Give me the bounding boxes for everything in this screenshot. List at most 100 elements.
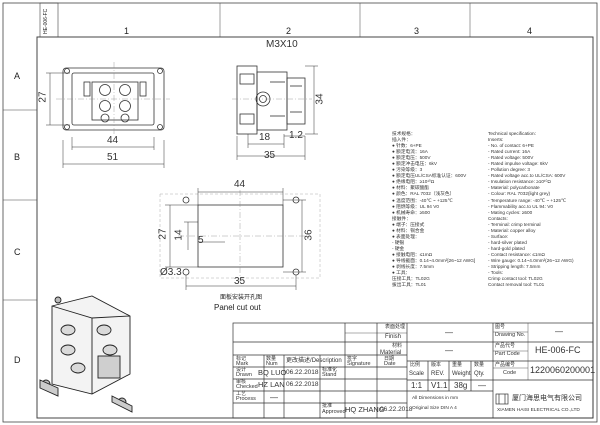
approved-label: Approved (322, 409, 346, 415)
dim-side-18: 18 (259, 132, 271, 143)
weight-value: 38g (454, 381, 468, 390)
paper-size-note: Original Size DIN A 4 (412, 406, 457, 411)
company-name: XIAMEN HAISI ELECTRICAL CO.,LTD (497, 408, 580, 413)
dim-cutout-44: 44 (234, 179, 246, 190)
code-value: 1220060200001 (530, 365, 596, 375)
spec-cn-line: ● 工具： (392, 270, 411, 276)
qty-value: — (478, 381, 486, 390)
spec-cn-line: 插入件： (392, 137, 411, 143)
signature-label: Signature (347, 361, 371, 367)
dim-front-outer-width: 51 (107, 152, 119, 163)
spec-cn-line: ● 额定电压：500V (392, 155, 431, 161)
corner-tag: HE-006-FC (43, 8, 49, 34)
standard-label-cn: 标准化 (322, 367, 338, 373)
spec-cn-line: ● 颜色：RAL 7032（浅灰色） (392, 191, 455, 197)
zone-label-3: 3 (414, 26, 420, 36)
material-label-cn: 材料 (392, 343, 403, 349)
spec-cn-line: 压接工具：TL02G (392, 276, 430, 282)
num-label: Num (266, 361, 278, 367)
dim-cutout-35: 35 (234, 276, 246, 287)
material-label: Material (380, 350, 402, 356)
date-label-cn: 日期 (384, 356, 395, 362)
spec-cn-line: ● 温度范围：-40℃ ~ +125℃ (392, 197, 453, 203)
dim-side-1-2: 1.2 (289, 130, 303, 141)
spec-en-line: - Mating cycles: ≥500 (488, 209, 533, 215)
thread-label: M3X10 (266, 39, 298, 50)
checked-by: HZ LAN (258, 380, 285, 389)
approved-by: HQ ZHANG (345, 405, 385, 414)
spec-en-line: - Rated voltage acc.to UL/CSA: 600V (488, 173, 566, 179)
spec-cn-line: ● 端子：压接式 (392, 221, 425, 227)
finish-label: Finish (385, 334, 402, 340)
description-header: 更改描述/Description (286, 358, 342, 364)
drawing-no-label: Drawing No. (495, 332, 526, 338)
spec-cn-line: ● 表面处理： (392, 233, 420, 239)
mark-label-cn: 标记 (236, 356, 247, 362)
spec-en-line: - Rated impulse voltage: 6kV (488, 161, 548, 167)
dim-side-35: 35 (264, 150, 276, 161)
approved-date: 06.22.2018 (380, 406, 413, 413)
part-code-label: Part Code (495, 351, 520, 357)
scale-value: 1:1 (411, 381, 423, 390)
process-label-cn: 工艺 (236, 391, 247, 397)
finish-value: — (445, 328, 453, 337)
spec-en-line: - Pollution degree: 3 (488, 167, 530, 173)
mark-label: Mark (236, 361, 249, 367)
spec-cn-line: ● 额定冲击电压：6kV (392, 161, 438, 167)
spec-en-line: - Rated current: 16A (488, 149, 531, 155)
spec-en-line: - Stripping length: 7.5mm (488, 264, 541, 270)
zone-label-c: C (14, 247, 21, 257)
spec-cn-line: ● 材料：聚碳酸酯 (392, 185, 429, 191)
rev-label-cn: 版本 (431, 362, 442, 368)
spec-en-line: - Temperature range: -40℃ ~ +125℃ (488, 197, 567, 203)
spec-cn-line: 接触件： (392, 215, 411, 221)
spec-cn-line: ● 绝缘电阻：≥10¹⁰Ω (392, 179, 435, 185)
specs-english: Technical specification: Inserts: - No. … (488, 131, 574, 288)
dim-cutout-36: 36 (303, 229, 315, 241)
dim-front-height: 27 (37, 91, 49, 103)
checked-date: 06.22.2018 (286, 381, 319, 388)
approved-label-cn: 批准 (322, 403, 333, 409)
process-by: — (270, 393, 278, 402)
spec-en-line: - Tools: (488, 270, 504, 276)
spec-en-line: - hard-gold plated (488, 245, 525, 251)
rev-value: V1.1 (431, 381, 448, 390)
zone-label-1: 1 (124, 26, 130, 36)
cutout-caption-en: Panel cut out (214, 303, 261, 312)
title-block-grid (232, 322, 594, 419)
part-code-label-cn: 产品代号 (495, 343, 516, 349)
drawn-label-cn: 设计 (236, 367, 247, 373)
spec-en-line: - Material: copper alloy (488, 227, 536, 233)
drawn-date: 06.22.2018 (286, 369, 319, 376)
zone-label-a: A (14, 71, 21, 81)
dim-cutout-27: 27 (157, 228, 169, 240)
cutout-caption-cn: 面板安装开孔图 (220, 295, 263, 301)
spec-en-line: - Flammability acc.to UL 94: V0 (488, 203, 553, 209)
spec-en-line: - hard-silver plated (488, 239, 527, 245)
signature-label-cn: 签字 (347, 356, 358, 362)
side-view (232, 65, 312, 135)
company-logo (495, 393, 509, 405)
spec-en-line: - Contact resistance: ≤1mΩ (488, 251, 545, 257)
dim-cutout-5: 5 (198, 235, 204, 246)
spec-en-line: - Material: polycarbonate (488, 185, 540, 191)
spec-en-line: Contact removal tool: TL01 (488, 282, 545, 288)
qty-label: Qty. (474, 371, 485, 377)
drawn-by: BQ LUO (258, 368, 287, 377)
standard-label: Stand (322, 372, 337, 378)
dim-cutout-hole: Ø3.3 (160, 267, 182, 278)
spec-en-line: - Insulation resistance: ≥10¹⁰Ω (488, 179, 551, 185)
finish-label-cn: 表面处理 (385, 324, 406, 330)
qty-label-cn: 数量 (474, 362, 485, 368)
drawing-no-value: — (555, 327, 563, 336)
code-label-cn: 产品编号 (495, 362, 516, 368)
code-label: Code (503, 370, 517, 376)
scale-label: Scale (409, 371, 425, 377)
spec-en-line: - Rated voltage: 500V (488, 155, 534, 161)
spec-cn-line: ● 剥线长度：7.5mm (392, 264, 434, 270)
num-label-cn: 数量 (266, 356, 277, 362)
spec-cn-line: ● 阻燃等级：UL 94 V0 (392, 203, 439, 209)
date-label: Date (384, 361, 396, 367)
